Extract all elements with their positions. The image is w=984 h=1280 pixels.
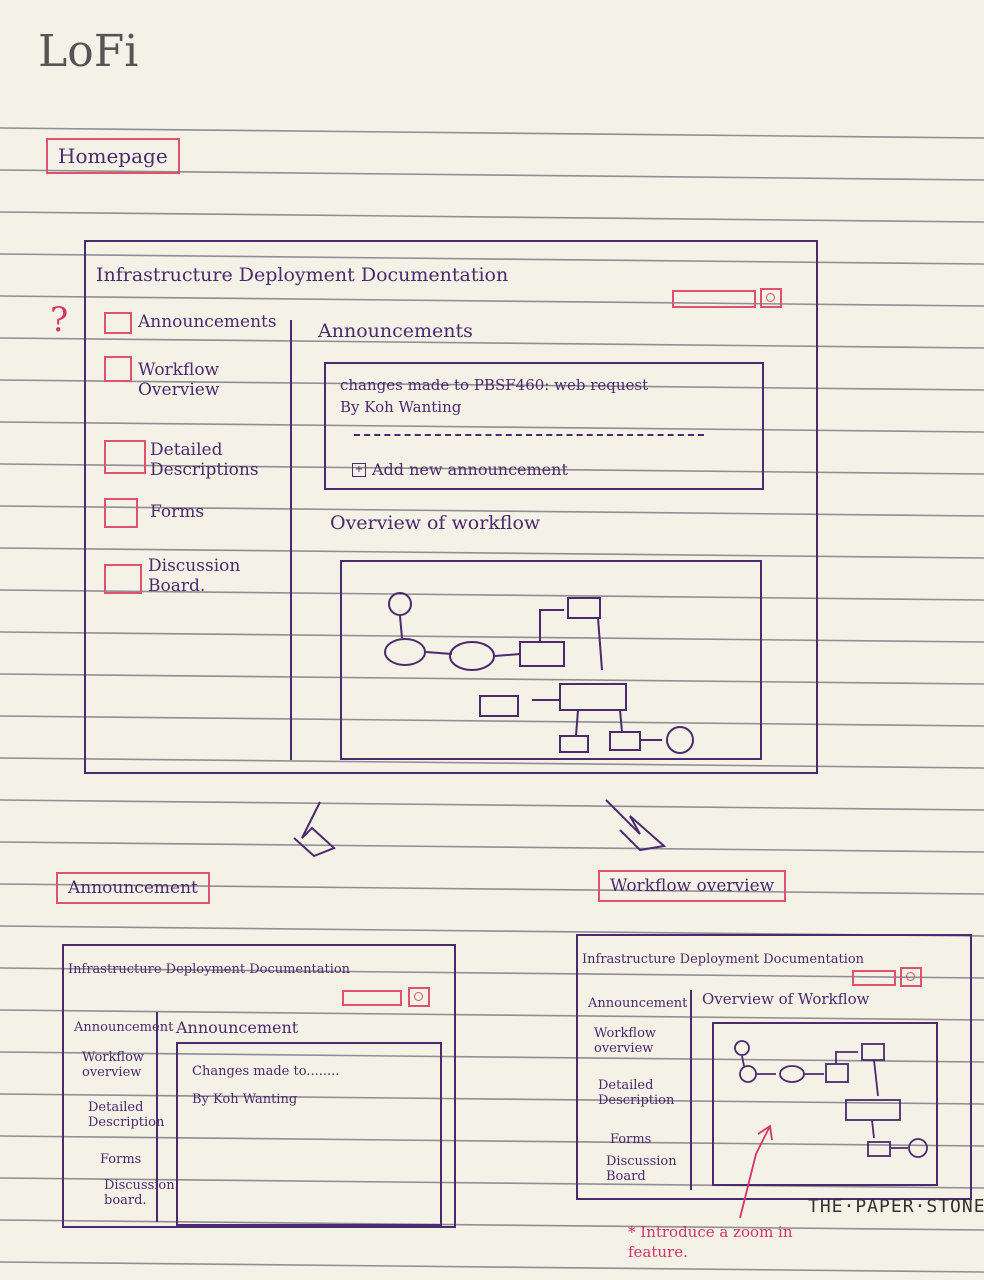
- workflow-screen-search-input[interactable]: [852, 970, 896, 986]
- workflow-screen-search-icon[interactable]: [900, 967, 922, 987]
- announcements-heading: Announcements: [318, 320, 473, 342]
- workflow-screen-heading: Overview of Workflow: [702, 990, 870, 1008]
- overview-heading: Overview of workflow: [330, 512, 541, 534]
- announcement-screen-app-title: Infrastructure Deployment Documentation: [68, 962, 351, 977]
- announcement-text: changes made to PBSF460: web request: [340, 376, 649, 394]
- sidebar-item-discussion-board[interactable]: Discussion board.: [104, 1178, 175, 1208]
- sidebar-item-label: Forms: [150, 502, 205, 522]
- arrow-to-announcement: [293, 801, 336, 858]
- announcement-screen-sidebar-divider: [156, 1012, 158, 1222]
- workflow-screen-app-title: Infrastructure Deployment Documentation: [582, 952, 865, 967]
- zoom-note: * Introduce a zoom in feature.: [628, 1223, 793, 1261]
- form-icon: [104, 498, 138, 528]
- discussion-icon: [104, 564, 142, 594]
- workflow-screen-sidebar-divider: [690, 990, 692, 1190]
- sidebar-item-forms[interactable]: Forms: [610, 1132, 652, 1147]
- arrow-to-workflow: [605, 799, 667, 852]
- workflow-screen-label: Workflow overview: [598, 870, 787, 902]
- sidebar-item-workflow-overview[interactable]: Workflow overview: [82, 1050, 145, 1080]
- sidebar-item-discussion-board[interactable]: Discussion Board: [606, 1154, 677, 1184]
- megaphone-icon: [104, 312, 132, 334]
- homepage-search-input[interactable]: [672, 290, 756, 308]
- workflow-diagram-frame: [340, 560, 762, 760]
- homepage-label: Homepage: [46, 138, 180, 174]
- sidebar-item-workflow-overview[interactable]: Workflow overview: [594, 1026, 657, 1056]
- announcement-card: [324, 362, 764, 490]
- workflow-screen-diagram-frame: [712, 1022, 938, 1186]
- sidebar-item-label: Announcements: [138, 312, 277, 332]
- announcement-screen-search-icon[interactable]: [408, 987, 430, 1007]
- homepage-sidebar-divider: [290, 320, 292, 760]
- announcement-author: By Koh Wanting: [340, 398, 462, 416]
- plus-icon: +: [352, 463, 366, 477]
- homepage-frame: [84, 240, 818, 774]
- announcement-placeholder-line: [354, 434, 704, 436]
- sidebar-item-label: Workflow Overview: [138, 360, 220, 400]
- add-announcement-label: Add new announcement: [372, 460, 568, 479]
- sidebar-item-announcement[interactable]: Announcement: [588, 996, 688, 1011]
- homepage-search-icon[interactable]: [760, 288, 782, 308]
- announcement-screen-frame: [62, 944, 456, 1228]
- announcement-screen-author: By Koh Wanting: [192, 1092, 298, 1107]
- sidebar-item-label: Discussion Board.: [148, 556, 241, 596]
- workflow-screen-frame: [576, 934, 972, 1200]
- workflow-diagram: [384, 592, 694, 754]
- sidebar-item-forms[interactable]: Forms: [100, 1152, 142, 1167]
- homepage-app-title: Infrastructure Deployment Documentation: [96, 264, 509, 286]
- zoom-note-arrow: [739, 1124, 773, 1219]
- flowchart-icon: [104, 356, 132, 382]
- sidebar-item-label: Detailed Descriptions: [150, 440, 259, 480]
- sidebar-item-announcement[interactable]: Announcement: [74, 1020, 174, 1035]
- announcement-screen-label: Announcement: [56, 872, 210, 904]
- page-title: LoFi: [38, 26, 139, 77]
- brand-stamp: THE·PAPER·STONE: [808, 1196, 984, 1217]
- sidebar-item-detailed-description[interactable]: Detailed Description: [598, 1078, 675, 1108]
- sidebar-item-detailed-description[interactable]: Detailed Description: [88, 1100, 165, 1130]
- announcement-screen-search-input[interactable]: [342, 990, 402, 1006]
- announcement-screen-text: Changes made to........: [192, 1064, 340, 1079]
- book-icon: [104, 440, 146, 474]
- workflow-screen-diagram: [734, 1040, 928, 1158]
- announcement-screen-card: [176, 1042, 442, 1226]
- announcement-screen-heading: Announcement: [176, 1018, 299, 1037]
- question-mark: ?: [50, 300, 69, 340]
